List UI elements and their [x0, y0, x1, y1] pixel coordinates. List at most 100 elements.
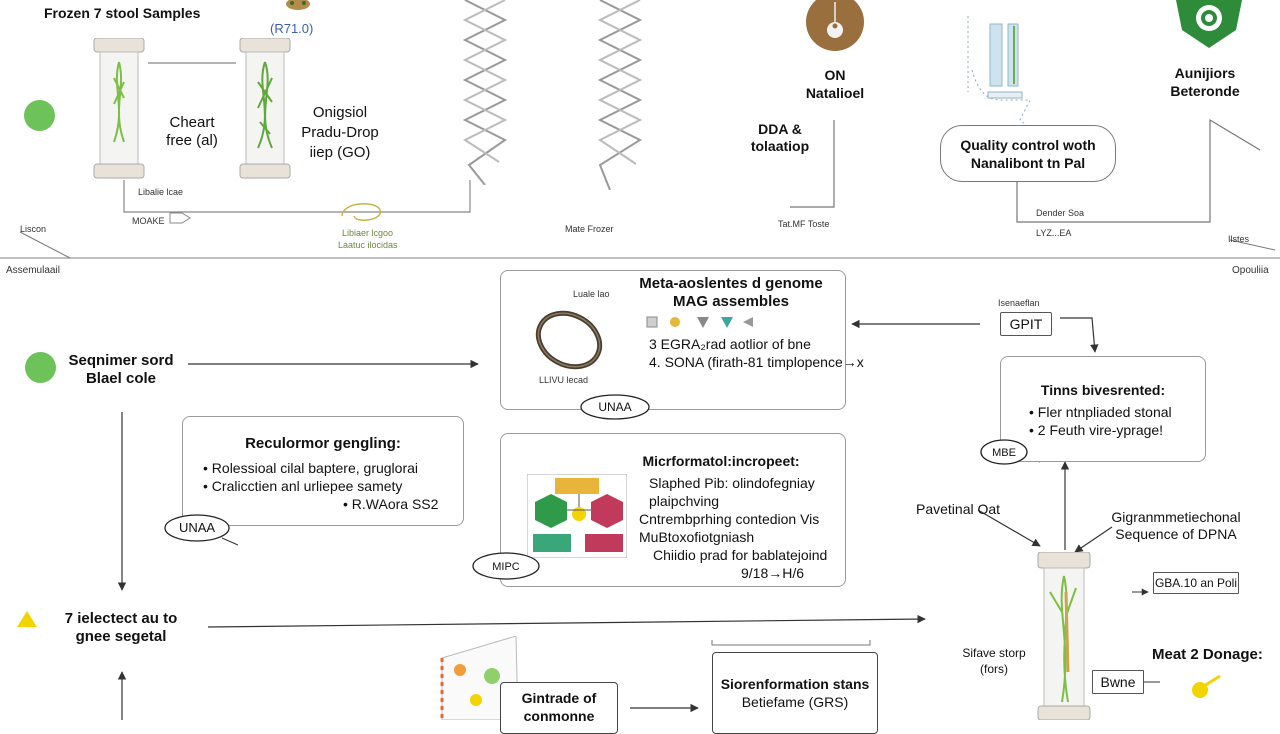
- qc-line-2: Nanalibont tn Pal: [970, 155, 1086, 171]
- emblem-icon: [1176, 0, 1242, 48]
- microformat-line-2: plaipchving: [649, 493, 720, 509]
- microformat-line-1: Slaphed Pib: olindofegniay: [649, 475, 815, 491]
- gigranm-label-1: Gigranmmetiechonal: [1111, 509, 1241, 525]
- gba-label: GBA.10 an Poli: [1154, 576, 1238, 590]
- mid-small-label: Libiaer lcgoo: [342, 228, 394, 238]
- dda-label-1: DDA &: [758, 121, 802, 137]
- divider-left-label: Assemulaail: [6, 265, 60, 276]
- meta-small-label-2: LLIVU lecad: [539, 375, 589, 385]
- warning-triangle-icon: [17, 611, 37, 627]
- unaa-oval-2: [164, 514, 230, 542]
- microformat-line-5: Chiidio prad for bablatejoind: [653, 547, 828, 563]
- dda-label-2: tolaatiop: [750, 138, 810, 154]
- tamf-toste-label: Tat.MF Toste: [778, 219, 830, 229]
- reagent-icons: [646, 316, 753, 328]
- tinns-line-2: • 2 Feuth vire-yprage!: [1029, 422, 1164, 438]
- mbe-label: MBE: [992, 447, 1016, 459]
- quality-control-node: Quality control woth Nanalibont tn Pal: [940, 125, 1116, 182]
- right-corner-label: Ilstes: [1228, 234, 1250, 244]
- seventh-label-1: 7 ielectect au to: [64, 610, 178, 627]
- tinns-box: Tinns bivesrented: • Fler ntnpliaded sto…: [1000, 356, 1206, 462]
- cheart-label-2: free (al): [166, 132, 218, 149]
- meat-donage-label: Meat 2 Donage:: [1152, 646, 1263, 663]
- onigsiol-label-1: Onigsiol: [312, 104, 368, 121]
- dna-helix-2: [597, 0, 643, 190]
- microformat-title: Micrformatol:incropeet:: [642, 453, 800, 469]
- on-label: ON: [824, 67, 846, 83]
- recuformor-title: Reculormor gengling:: [245, 435, 401, 452]
- qc-line-1: Quality control woth: [960, 137, 1096, 153]
- dendor-soa-label: Dender Soa: [1036, 208, 1085, 218]
- sifave-label-1: Sifave storp: [962, 646, 1026, 660]
- meta-small-label: Luale lao: [573, 289, 610, 299]
- dna-helix-1: [462, 0, 508, 185]
- unaa-label-1: UNAA: [598, 400, 632, 414]
- storage-tube: [1036, 551, 1092, 725]
- network-diagram-icon: [527, 474, 627, 558]
- gintrade-label-2: conmonne: [523, 708, 595, 724]
- sample-card-icon: [440, 636, 519, 720]
- pavetinal-label: Pavetinal Oat: [916, 501, 1001, 517]
- mate-frozer-label: Mate Frozer: [565, 224, 614, 234]
- recuformor-line-1: • Rolessioal cilal baptere, gruglorai: [203, 460, 419, 476]
- gpit-box: GPIT: [1000, 312, 1052, 336]
- gel-icon: [967, 16, 1023, 99]
- aunijors-label-1: Aunijiors: [1174, 65, 1236, 81]
- meta-line-2: 4. SONA (firath-81 timplopence→x: [649, 354, 864, 370]
- gpit-small-label: Isenaeflan: [998, 298, 1040, 308]
- seqnimer-label-1: Seqnimer sord: [68, 352, 174, 369]
- microformat-line-4: MuBtoxofiotgniash: [639, 529, 755, 545]
- yellow-swab-icon: [1192, 674, 1221, 698]
- cheart-label-1: Cheart: [169, 114, 215, 131]
- onigsiol-label-3: iiep (GO): [309, 144, 371, 161]
- tinns-line-1: • Fler ntnpliaded stonal: [1029, 404, 1172, 420]
- gpit-label: GPIT: [1009, 316, 1043, 332]
- mipc-oval: [472, 552, 540, 580]
- microformat-box: Micrformatol:incropeet: Slaphed Pib: oli…: [500, 433, 846, 587]
- siorenform-box: Siorenformation stans Betiefame (GRS): [712, 652, 878, 734]
- siorenform-label-2: Betiefame (GRS): [741, 694, 849, 710]
- meta-line-1: 3 EGRA₂rad aotlior of bne: [649, 336, 811, 352]
- unaa-label-2: UNAA: [178, 520, 216, 535]
- arrow-outline-icon: [169, 212, 191, 224]
- tinns-title: Tinns bivesrented:: [1040, 382, 1166, 398]
- kit-icon: [286, 0, 310, 10]
- liscon-small: Liscon: [20, 224, 47, 234]
- aunijors-label-2: Beteronde: [1170, 83, 1240, 99]
- natalioel-label: Natalioel: [805, 85, 865, 101]
- frozen-samples-title: Frozen 7 stool Samples: [44, 5, 201, 21]
- seventh-label-2: gnee segetal: [75, 628, 167, 645]
- siorenform-label-1: Siorenformation stans: [720, 676, 870, 692]
- sample-tube-1: [92, 37, 146, 185]
- meta-assembly-box: Meta-aoslentes d genome MAG assembles Lu…: [500, 270, 864, 410]
- spiral-icon: [341, 203, 381, 222]
- recuformor-line-3: • R.WAora SS2: [343, 496, 439, 512]
- gintrade-box: Gintrade of conmonne: [500, 682, 618, 734]
- gigranm-label-2: Sequence of DPNA: [1115, 526, 1237, 542]
- onigsiol-label-2: Pradu-Drop: [301, 124, 379, 141]
- sifave-label-2: (fors): [980, 662, 1008, 676]
- moake-top-small: Libalie lcae: [138, 187, 184, 197]
- divider-right-label: Opouliia: [1232, 265, 1269, 276]
- plasmid-ring-icon: [535, 310, 603, 370]
- seqnimer-label-2: Blael cole: [85, 370, 157, 387]
- bwne-label: Bwne: [1100, 674, 1136, 690]
- green-dot-mid: [25, 352, 56, 383]
- mid-small-label-2: Laatuc ilocidas: [338, 240, 398, 250]
- lyzea-label: LYZ...EA: [1036, 228, 1072, 238]
- gintrade-label-1: Gintrade of: [521, 690, 597, 706]
- unaa-oval-1: [580, 394, 650, 420]
- moake-small: MOAKE: [132, 216, 165, 226]
- green-dot-top: [24, 100, 55, 131]
- meta-title-1: Meta-aoslentes d genome: [639, 275, 823, 292]
- microformat-line-6: 9/18→H/6: [741, 565, 805, 581]
- recuformor-box: Reculormor gengling: • Rolessioal cilal …: [182, 416, 464, 526]
- sample-tube-2: [238, 37, 292, 185]
- meta-title-2: MAG assembles: [673, 293, 789, 310]
- microformat-line-3: Cntrembprhing contedion Vis: [639, 511, 820, 527]
- gba-box: GBA.10 an Poli: [1153, 572, 1239, 594]
- mbe-oval: [980, 439, 1028, 465]
- mipc-label: MIPC: [492, 561, 520, 573]
- pendant-icon: [806, 0, 864, 51]
- kit-label: (R71.0): [270, 21, 314, 36]
